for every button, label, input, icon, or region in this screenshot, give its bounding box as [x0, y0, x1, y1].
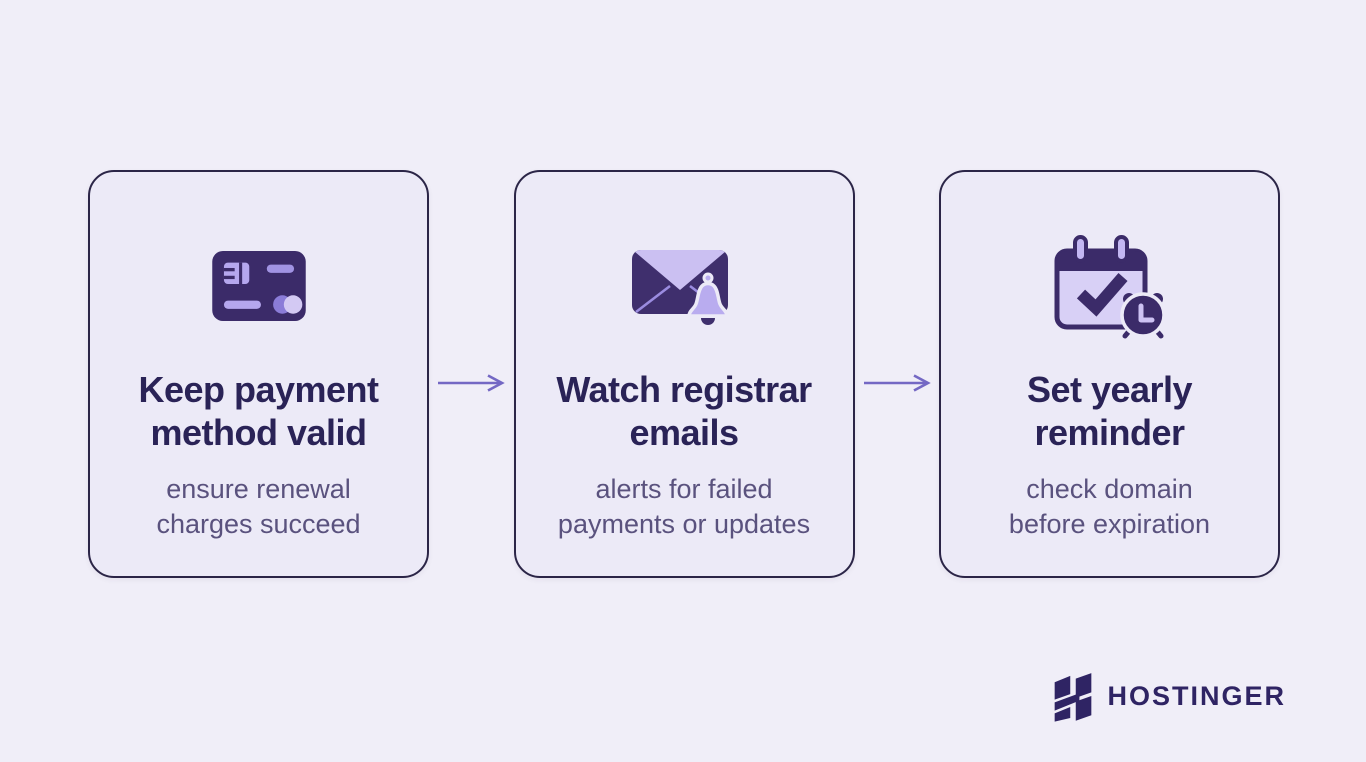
steps-row: Keep payment method valid ensure renewal… [88, 170, 1280, 578]
calendar-reminder-icon [1054, 235, 1166, 339]
card-subtitle: alerts for failed payments or updates [558, 472, 810, 542]
card-title: Watch registrar emails [556, 368, 812, 454]
card-icon-box [1051, 228, 1169, 344]
credit-card-icon [211, 250, 306, 322]
card-set-yearly-reminder: Set yearly reminder check domain before … [939, 170, 1280, 578]
card-keep-payment-valid: Keep payment method valid ensure renewal… [88, 170, 429, 578]
card-icon-box [210, 228, 308, 344]
hostinger-logo-icon [1055, 673, 1092, 722]
card-subtitle-line2: before expiration [1008, 509, 1211, 539]
card-subtitle: ensure renewal charges succeed [156, 472, 360, 542]
connector-gap [855, 170, 940, 578]
brand-name: HOSTINGER [1107, 680, 1286, 711]
arrow-right-icon [438, 374, 506, 392]
card-title-line2: method valid [150, 412, 367, 453]
card-title-line2: emails [629, 412, 739, 453]
card-title: Keep payment method valid [138, 368, 379, 454]
card-watch-registrar-emails: Watch registrar emails alerts for failed… [513, 170, 855, 578]
card-title: Set yearly reminder [1026, 368, 1193, 454]
card-title-line1: Keep payment [138, 369, 379, 410]
brand-footer: HOSTINGER [1051, 670, 1286, 722]
card-subtitle-line2: payments or updates [557, 509, 811, 539]
card-title-line2: reminder [1034, 412, 1185, 453]
card-subtitle-line1: check domain [1026, 474, 1193, 504]
card-icon-box [628, 228, 740, 344]
arrow-right-icon [863, 374, 931, 392]
card-title-line1: Set yearly [1026, 369, 1193, 410]
card-subtitle-line1: ensure renewal [166, 474, 351, 504]
email-bell-icon [632, 250, 729, 325]
card-title-line1: Watch registrar [556, 369, 812, 410]
card-subtitle-line2: charges succeed [156, 509, 361, 539]
connector-gap [429, 170, 514, 578]
card-subtitle: check domain before expiration [1009, 472, 1210, 542]
card-subtitle-line1: alerts for failed [595, 474, 773, 504]
